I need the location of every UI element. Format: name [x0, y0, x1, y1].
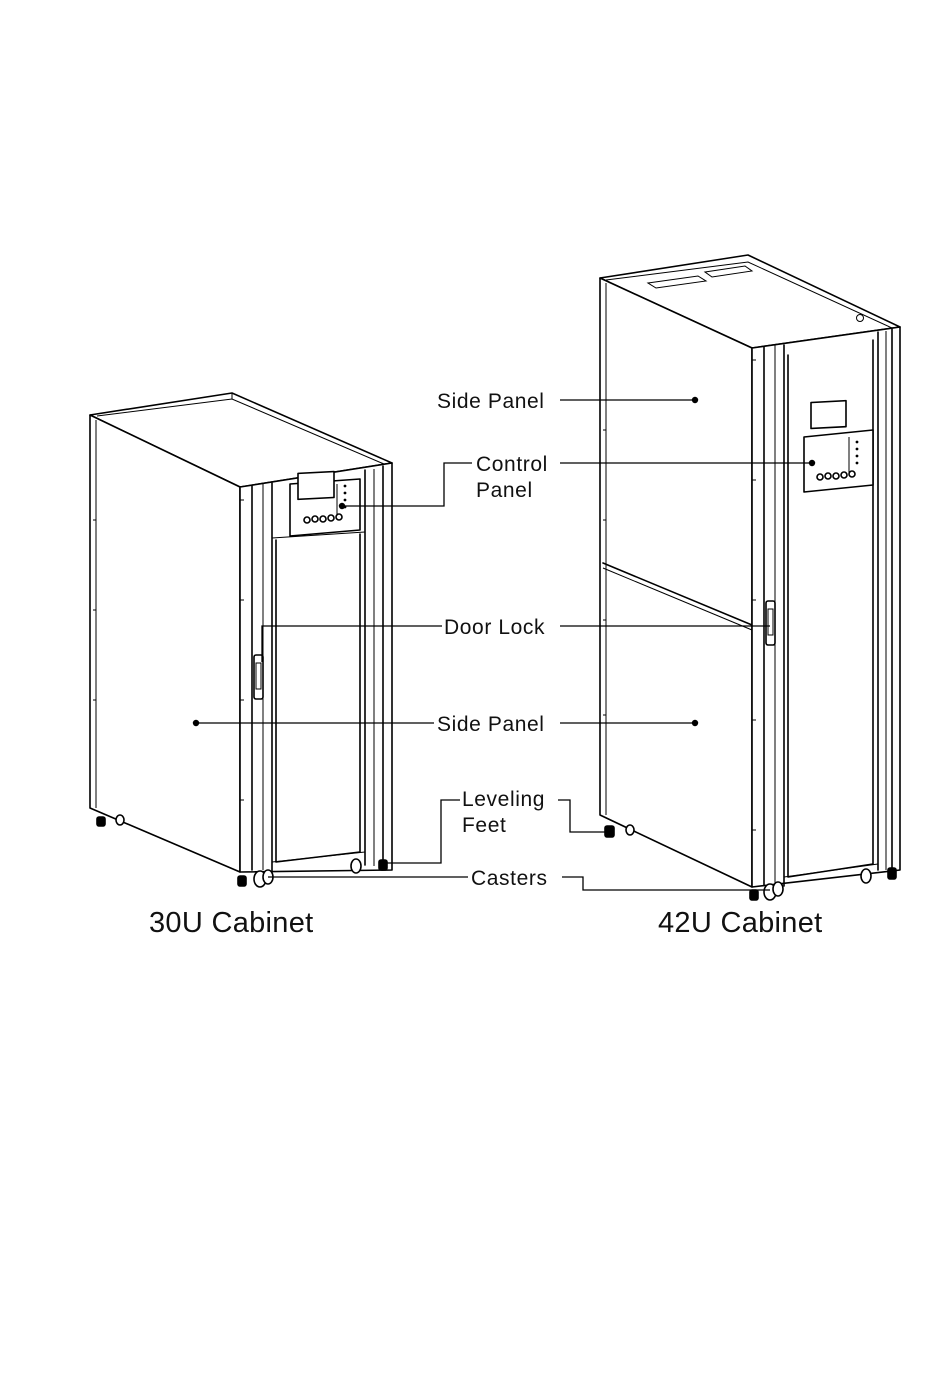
- label-leveling-feet-line2: Feet: [462, 814, 506, 837]
- label-control-panel-line1: Control: [476, 453, 548, 476]
- title-42u-cabinet: 42U Cabinet: [658, 907, 823, 939]
- label-casters: Casters: [471, 867, 548, 890]
- label-leveling-feet-line1: Leveling: [462, 788, 545, 811]
- label-door-lock: Door Lock: [444, 616, 545, 639]
- cabinet-30u-drawing: [90, 393, 392, 887]
- label-control-panel-line2: Panel: [476, 479, 533, 502]
- title-30u-cabinet: 30U Cabinet: [149, 907, 314, 939]
- label-side-panel-bottom: Side Panel: [437, 713, 545, 736]
- label-side-panel-top: Side Panel: [437, 390, 545, 413]
- cabinet-42u-drawing: [600, 255, 900, 900]
